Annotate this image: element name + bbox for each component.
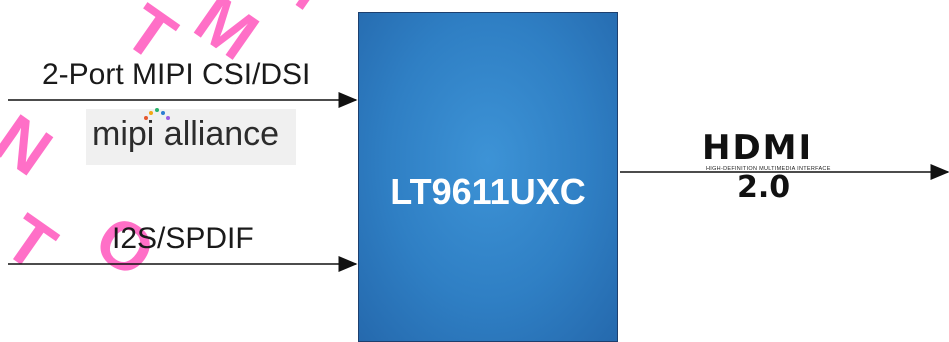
hdmi-version: 2.0 xyxy=(737,170,791,205)
hdmi-logo-word: HDMI xyxy=(702,128,814,168)
chip-name: LT9611UXC xyxy=(390,171,586,212)
video-input-label: 2-Port MIPI CSI/DSI xyxy=(42,58,311,91)
audio-input-label: I2S/SPDIF xyxy=(112,222,254,255)
hdmi-logo-tagline: HIGH-DEFINITION MULTIMEDIA INTERFACE xyxy=(706,166,831,172)
mipi-dots-icon xyxy=(144,108,170,120)
mipi-logo-text: mipi alliance xyxy=(92,115,280,153)
connector-lines xyxy=(8,92,949,272)
mipi-alliance-logo: mipi alliance xyxy=(86,108,296,165)
chip-block: LT9611UXC xyxy=(358,12,618,342)
